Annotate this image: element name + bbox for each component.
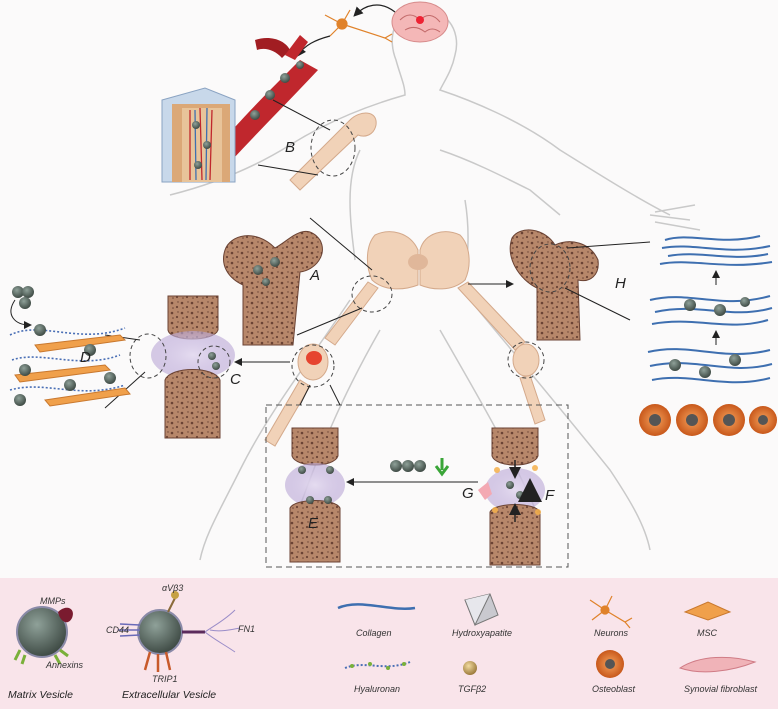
knee-left (291, 343, 335, 388)
neurons-icon (589, 595, 633, 629)
leader-inset-1 (299, 384, 311, 406)
leader-a2 (296, 307, 363, 336)
osteoblast-icon (596, 650, 624, 678)
vesicle-cluster-decrease (390, 458, 450, 477)
hydroxyapatite-icon (464, 593, 499, 627)
femur-a (223, 230, 323, 346)
leader-h1 (566, 241, 651, 249)
collagen-fibers-top (659, 235, 773, 266)
avb3-label: αVβ3 (162, 583, 183, 593)
leader-a (309, 217, 373, 271)
extracellular-vesicle-title: Extracellular Vesicle (122, 689, 216, 701)
neuron-icon (324, 9, 393, 43)
mmps-label: MMPs (40, 596, 66, 606)
panel-d-matrix (9, 286, 131, 407)
knee-right (507, 341, 545, 379)
hip-left-circle (351, 275, 393, 313)
collagen-vesicles (647, 348, 773, 384)
tgfb2-icon (463, 661, 477, 675)
arrow-brain-to-neuron (353, 4, 396, 17)
femur-h (509, 229, 599, 341)
collagen-icon (337, 603, 416, 610)
label-e: E (308, 515, 319, 532)
collagen-mineralizing (649, 295, 773, 326)
msc-icon (683, 601, 732, 621)
msc-label: MSC (697, 628, 718, 638)
hyaluronan-icon (344, 661, 411, 670)
annexins-label: Annexins (45, 660, 84, 670)
fn1-label: FN1 (238, 624, 255, 634)
extracellular-vesicle-icon (118, 591, 241, 672)
cd44-label: CD44 (106, 625, 129, 635)
synovial-fibroblast-label: Synovial fibroblast (684, 684, 758, 694)
hydroxyapatite-label: Hydroxyapatite (452, 628, 512, 638)
legend-band (0, 578, 778, 709)
label-d: D (80, 349, 91, 366)
label-f: F (545, 487, 555, 504)
label-c: C (230, 371, 241, 388)
hyaluronan-label: Hyaluronan (354, 684, 400, 694)
synovial-fibroblast-icon (678, 656, 757, 673)
bone-cross-section (161, 87, 236, 183)
osteoblast-row (639, 404, 777, 436)
label-g: G (462, 485, 474, 502)
inset-box-efg (265, 404, 569, 568)
joint-f (478, 427, 545, 566)
knee-joint-cd (129, 295, 235, 439)
neurons-label: Neurons (594, 628, 629, 638)
humerus-bone (257, 99, 377, 191)
label-a: A (309, 267, 320, 284)
joint-e (285, 427, 345, 563)
matrix-vesicle-icon (13, 606, 73, 665)
pelvis (367, 231, 470, 290)
brain (391, 1, 449, 43)
leader-h2 (564, 287, 631, 321)
label-h: H (615, 275, 626, 292)
leader-inset-2 (329, 384, 341, 406)
trip1-label: TRIP1 (152, 674, 178, 684)
body-outline (169, 8, 701, 561)
tgfb2-label: TGFβ2 (458, 684, 486, 694)
label-b: B (285, 139, 295, 156)
matrix-vesicle-title: Matrix Vesicle (8, 689, 73, 701)
blood-vessel (215, 35, 318, 160)
collagen-label: Collagen (356, 628, 392, 638)
osteoblast-label: Osteoblast (592, 684, 636, 694)
